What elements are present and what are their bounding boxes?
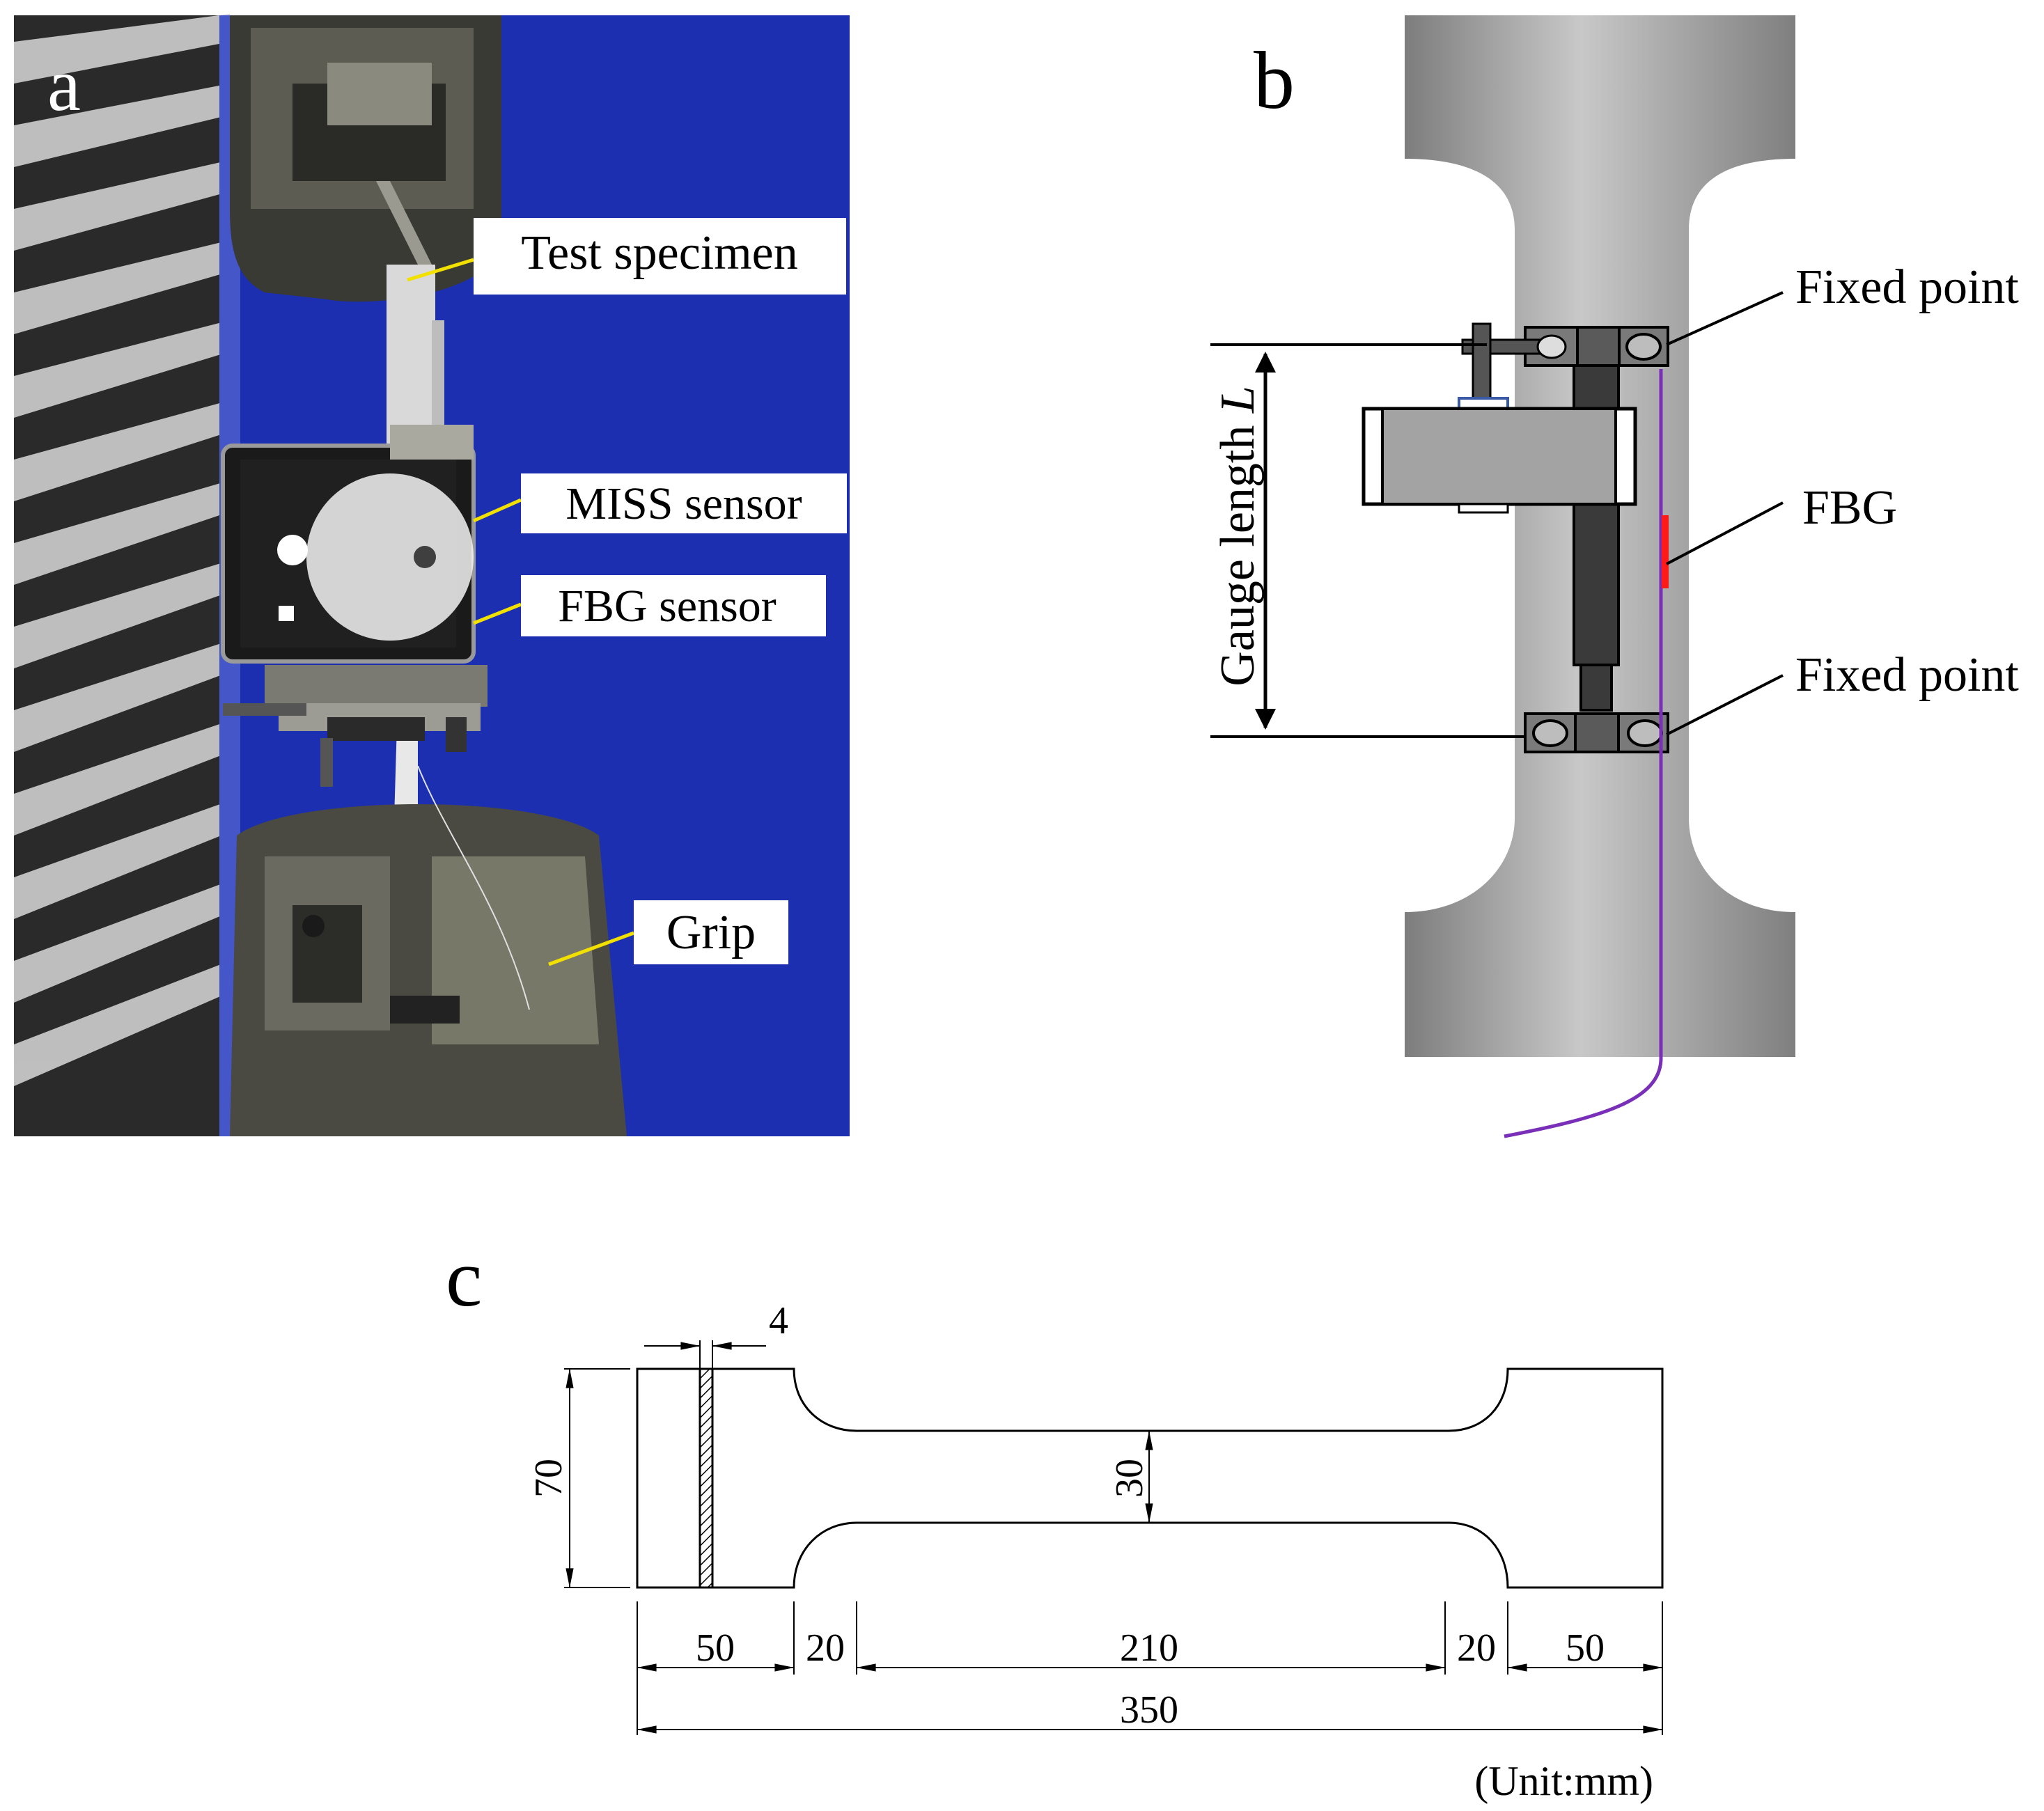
dim-right-fillet-text: 20 xyxy=(1457,1626,1496,1670)
panel-b: b xyxy=(1210,15,2019,1138)
lower-fixed-clamp xyxy=(1524,712,1669,753)
panel-a-letter: a xyxy=(47,44,81,127)
label-fixed-point-top: Fixed point xyxy=(1795,260,2019,314)
dim-center-length-text: 210 xyxy=(1120,1626,1178,1670)
leader-fbg xyxy=(1666,501,1784,565)
gauge-length-label: Gauge length L xyxy=(1211,386,1265,687)
dim-neck-width: 30 xyxy=(1108,1430,1153,1523)
dim-total: 350 xyxy=(637,1688,1663,1734)
leader-fixed-point-bottom xyxy=(1666,674,1784,736)
gauge-length-dimension: Gauge length L xyxy=(1210,343,1525,738)
extensometer-clamp xyxy=(223,665,487,787)
leader-grip xyxy=(548,931,634,966)
dim-neck-width-text: 30 xyxy=(1108,1459,1151,1498)
leader-fixed-point-top xyxy=(1666,291,1784,346)
dim-left-fillet-text: 20 xyxy=(806,1626,845,1670)
dim-height-text: 70 xyxy=(527,1459,570,1498)
dim-right-end-text: 50 xyxy=(1566,1626,1605,1670)
specimen-drawing-outline xyxy=(636,1367,1664,1589)
dim-slot-width: 4 xyxy=(644,1299,788,1369)
upper-grip xyxy=(230,15,501,302)
dim-slot-width-text: 4 xyxy=(769,1299,788,1342)
leader-miss-sensor xyxy=(472,498,522,523)
panel-b-letter: b xyxy=(1254,35,1295,126)
dim-left-end-text: 50 xyxy=(696,1626,735,1670)
miss-sensor-device xyxy=(221,425,476,664)
leader-test-specimen xyxy=(407,258,474,282)
fbg-grating xyxy=(1662,515,1669,588)
label-grip: Grip xyxy=(548,900,788,966)
label-test-specimen-text: Test specimen xyxy=(521,226,797,280)
label-box-fbg-sensor xyxy=(521,575,826,636)
louvered-wall xyxy=(14,14,240,1136)
label-box-grip xyxy=(634,900,788,964)
panel-c-letter: c xyxy=(446,1232,482,1324)
leader-fbg-sensor xyxy=(473,602,522,625)
fbg-optical-fiber xyxy=(1504,369,1663,1138)
label-miss-sensor-text: MISS sensor xyxy=(565,478,802,529)
label-miss-sensor: MISS sensor xyxy=(472,473,847,533)
lower-grip xyxy=(230,765,627,1136)
label-box-test-specimen xyxy=(474,218,846,295)
label-grip-text: Grip xyxy=(666,906,756,959)
dim-total-text: 350 xyxy=(1120,1688,1178,1732)
hatched-slot xyxy=(699,1367,714,1589)
label-test-specimen: Test specimen xyxy=(407,218,846,295)
miss-sensor-box xyxy=(1362,397,1637,514)
label-fbg-sensor-text: FBG sensor xyxy=(558,581,777,632)
unit-note: (Unit:mm) xyxy=(1474,1758,1653,1804)
label-fbg-sensor: FBG sensor xyxy=(473,575,826,636)
dim-height: 70 xyxy=(527,1368,630,1588)
rod-lower-segment xyxy=(1579,664,1613,712)
panel-c: c 4 70 30 xyxy=(446,1232,1664,1804)
label-fixed-point-bottom: Fixed point xyxy=(1795,648,2019,702)
panel-a: a Test specimen MISS sensor FBG sensor G… xyxy=(14,14,850,1136)
label-fbg: FBG xyxy=(1802,481,1897,535)
dim-segments: 50 20 210 20 50 xyxy=(637,1626,1663,1672)
label-box-miss-sensor xyxy=(521,473,847,533)
